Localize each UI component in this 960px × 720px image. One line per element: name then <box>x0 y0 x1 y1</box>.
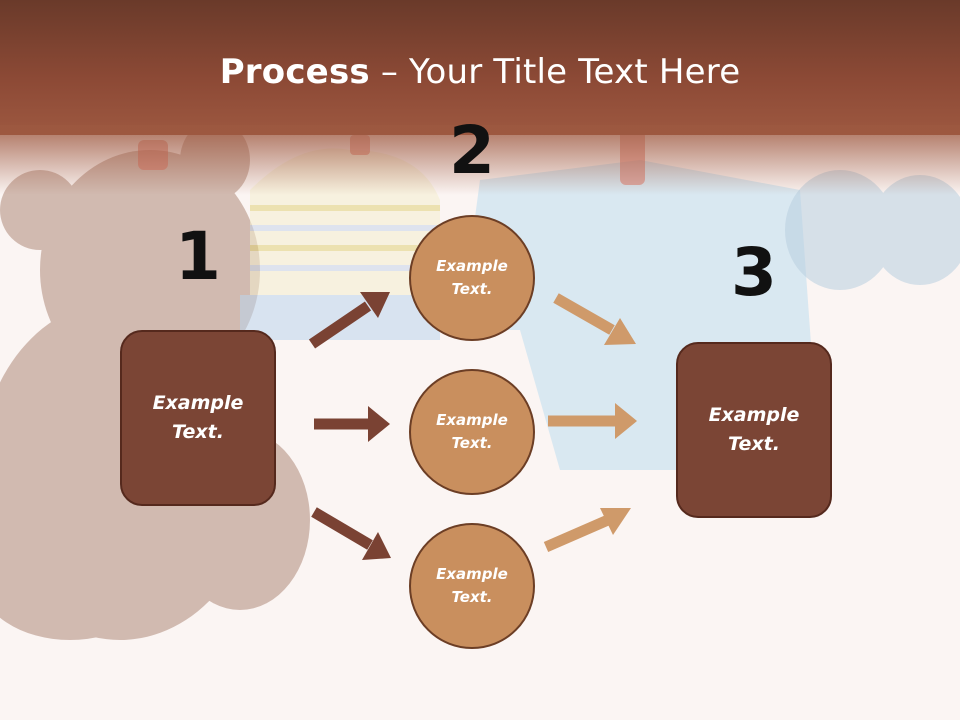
step-box-3-label: Example Text. <box>708 404 800 455</box>
title-bold: Process <box>219 52 370 92</box>
arrow-box1-to-circle2 <box>314 406 390 442</box>
title-band-fade <box>0 125 960 195</box>
process-circle-3: Example Text. <box>409 523 535 649</box>
process-circle-2-label: Example Text. <box>436 411 508 452</box>
arrow-circle1-to-box3 <box>553 293 636 345</box>
title-band <box>0 0 960 135</box>
arrow-box1-to-circle3 <box>311 507 391 560</box>
step-number-1: 1 <box>175 218 221 295</box>
step-box-3: Example Text. <box>676 342 832 518</box>
step-box-1: Example Text. <box>120 330 276 506</box>
booties-illustration <box>785 170 960 290</box>
title-rest: – Your Title Text Here <box>369 52 741 92</box>
arrow-circle3-to-box3 <box>543 508 631 553</box>
process-circle-2: Example Text. <box>409 369 535 495</box>
step-box-1-label: Example Text. <box>152 392 244 443</box>
process-circle-1: Example Text. <box>409 215 535 341</box>
slide-title: Process – Your Title Text Here <box>0 52 960 92</box>
step-number-2: 2 <box>449 112 495 189</box>
step-number-3: 3 <box>731 234 777 311</box>
process-circle-1-label: Example Text. <box>436 257 508 298</box>
arrow-circle2-to-box3 <box>548 403 637 439</box>
arrow-box1-to-circle1 <box>308 292 390 349</box>
process-circle-3-label: Example Text. <box>436 565 508 606</box>
